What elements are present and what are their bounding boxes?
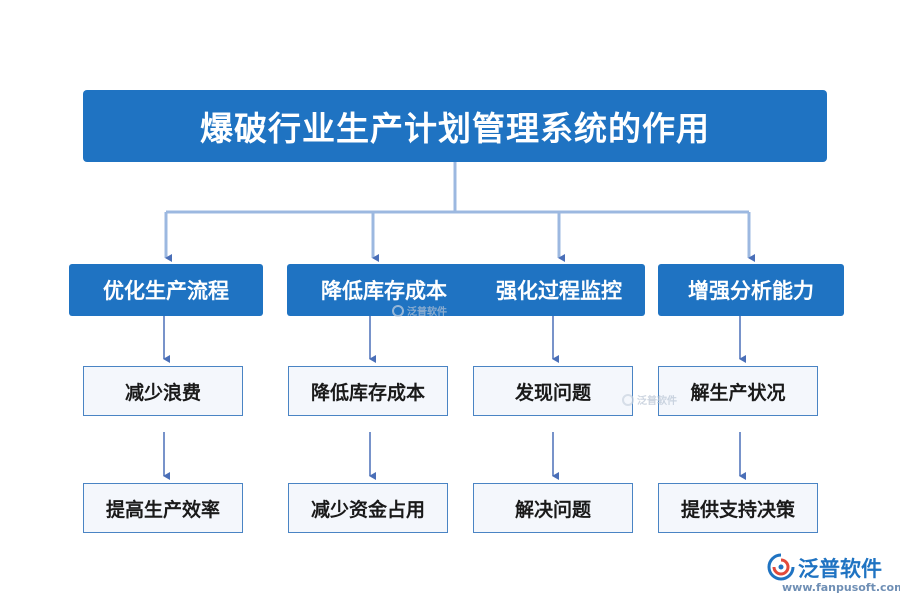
leaf-improve-efficiency: 提高生产效率 bbox=[83, 483, 243, 533]
fanpu-logo-icon bbox=[767, 553, 795, 581]
category-enhance-analysis: 增强分析能力 bbox=[658, 264, 844, 316]
watermark-logo-icon bbox=[392, 304, 404, 317]
leaf-reduce-capital-use: 减少资金占用 bbox=[288, 483, 448, 533]
leaf-solve-problems: 解决问题 bbox=[473, 483, 633, 533]
watermark-1: 泛普软件 bbox=[392, 303, 447, 318]
brand-url: www.fanpusoft.com bbox=[782, 581, 900, 594]
category-optimize-process: 优化生产流程 bbox=[69, 264, 263, 316]
leaf-reduce-inventory-cost: 降低库存成本 bbox=[288, 366, 448, 416]
leaf-reduce-waste: 减少浪费 bbox=[83, 366, 243, 416]
watermark-logo-icon bbox=[622, 393, 634, 406]
diagram-title: 爆破行业生产计划管理系统的作用 bbox=[83, 90, 827, 162]
category-strengthen-monitoring: 强化过程监控 bbox=[473, 264, 645, 316]
watermark-2: 泛普软件 bbox=[622, 392, 677, 407]
leaf-support-decisions: 提供支持决策 bbox=[658, 483, 818, 533]
brand-logo-block: 泛普软件 www.fanpusoft.com bbox=[766, 552, 900, 596]
leaf-understand-production: 解生产状况 bbox=[658, 366, 818, 416]
watermark-text: 泛普软件 bbox=[407, 307, 447, 318]
leaf-find-problems: 发现问题 bbox=[473, 366, 633, 416]
watermark-text: 泛普软件 bbox=[637, 396, 677, 407]
category-reduce-inventory-cost: 降低库存成本 bbox=[287, 264, 481, 316]
brand-name: 泛普软件 bbox=[798, 557, 882, 581]
